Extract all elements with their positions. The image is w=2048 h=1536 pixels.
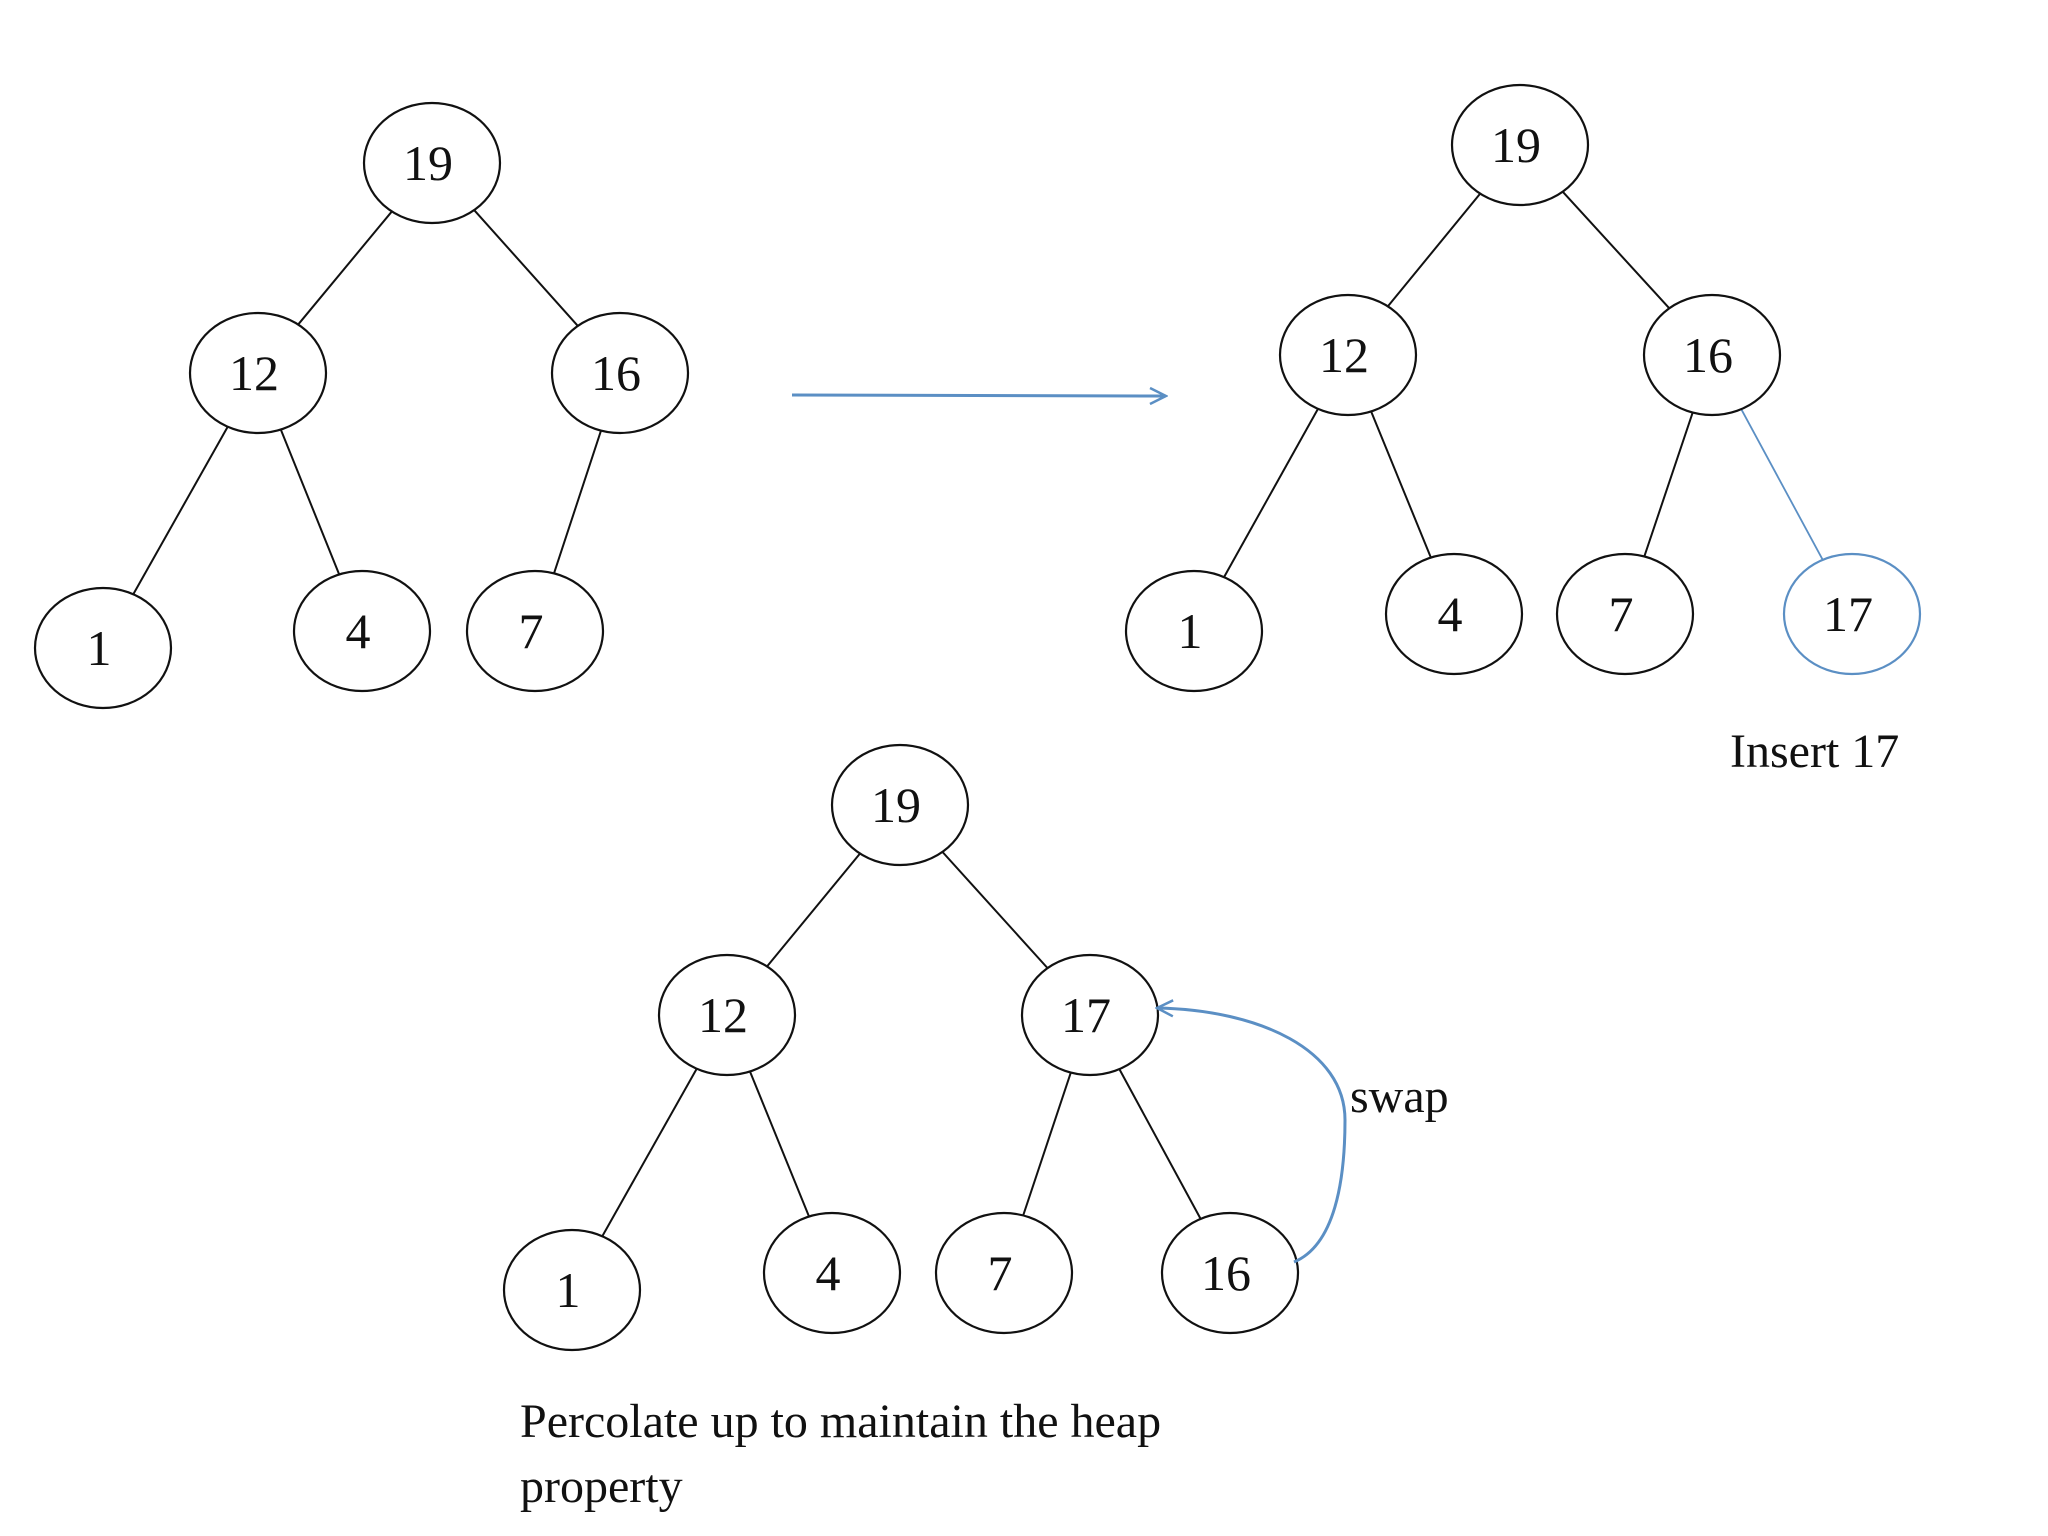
edge-12-1 xyxy=(601,1068,698,1237)
node-circle xyxy=(1384,552,1524,676)
node-19: 19 xyxy=(362,101,502,225)
node-label: 16 xyxy=(1683,327,1733,383)
edge-12-4 xyxy=(1370,411,1432,558)
node-17: 17 xyxy=(1020,953,1160,1077)
node-label: 7 xyxy=(519,603,544,659)
swap-arrow xyxy=(1157,1008,1347,1264)
node-label: 7 xyxy=(988,1245,1013,1301)
node-circle xyxy=(465,569,605,693)
node-circle xyxy=(188,311,328,435)
node-label: 12 xyxy=(1319,327,1369,383)
node-12: 12 xyxy=(657,953,797,1077)
node-1: 1 xyxy=(33,586,173,710)
node-circle xyxy=(502,1228,642,1352)
node-label: 4 xyxy=(1438,586,1463,642)
node-circle xyxy=(1160,1211,1300,1335)
node-label: 12 xyxy=(698,987,748,1043)
node-circle xyxy=(1642,293,1782,417)
edge-16-17 xyxy=(1740,408,1824,561)
node-4: 4 xyxy=(292,569,432,693)
node-circle xyxy=(1124,569,1264,693)
edge-17-16 xyxy=(1118,1068,1202,1220)
node-16: 16 xyxy=(1160,1211,1300,1335)
node-label: 17 xyxy=(1823,586,1873,642)
node-12: 12 xyxy=(188,311,328,435)
edge-12-1 xyxy=(132,426,229,595)
edge-16-7 xyxy=(1643,412,1694,557)
node-circle xyxy=(830,743,970,867)
node-label: 19 xyxy=(871,777,921,833)
edge-12-4 xyxy=(749,1071,810,1217)
node-circle xyxy=(934,1211,1074,1335)
node-label: 12 xyxy=(229,345,279,401)
node-label: 16 xyxy=(591,345,641,401)
node-1: 1 xyxy=(502,1228,642,1352)
node-12: 12 xyxy=(1278,293,1418,417)
node-circle xyxy=(1555,552,1695,676)
node-circle xyxy=(292,569,432,693)
edge-19-17 xyxy=(941,851,1049,969)
node-label: 19 xyxy=(403,135,453,191)
node-label: 4 xyxy=(346,603,371,659)
node-label: 19 xyxy=(1491,117,1541,173)
node-label: 1 xyxy=(1178,603,1203,659)
edge-16-7 xyxy=(553,430,602,574)
node-circle xyxy=(762,1211,902,1335)
edge-12-4 xyxy=(279,429,341,575)
edge-19-16 xyxy=(1561,191,1671,309)
node-label: 7 xyxy=(1609,586,1634,642)
insert-caption: Insert 17 xyxy=(1730,725,1899,778)
heap-after-insert: 19 12 16 1 4 7 17 xyxy=(1124,83,1922,693)
node-circle xyxy=(362,101,502,225)
edge-19-12 xyxy=(766,852,861,968)
node-7: 7 xyxy=(934,1211,1074,1335)
node-label: 16 xyxy=(1201,1245,1251,1301)
node-7: 7 xyxy=(465,569,605,693)
node-16: 16 xyxy=(1642,293,1782,417)
node-1: 1 xyxy=(1124,569,1264,693)
edge-19-12 xyxy=(1387,192,1481,308)
node-4: 4 xyxy=(1384,552,1524,676)
node-circle xyxy=(657,953,797,1077)
node-16: 16 xyxy=(550,311,690,435)
edge-17-7 xyxy=(1022,1072,1072,1216)
node-4: 4 xyxy=(762,1211,902,1335)
node-19: 19 xyxy=(1450,83,1590,207)
swap-label: swap xyxy=(1350,1070,1449,1123)
transition-arrow xyxy=(791,395,1166,396)
node-circle xyxy=(550,311,690,435)
edge-12-1 xyxy=(1223,408,1319,578)
heap-before-insert: 19 12 16 1 4 7 xyxy=(33,101,690,710)
percolate-caption-line-2: property xyxy=(520,1460,683,1513)
node-label: 4 xyxy=(816,1245,841,1301)
node-7: 7 xyxy=(1555,552,1695,676)
node-17: 17 xyxy=(1782,552,1922,676)
edge-19-12 xyxy=(297,210,393,326)
node-circle xyxy=(1278,293,1418,417)
node-circle xyxy=(1450,83,1590,207)
percolate-caption-line-1: Percolate up to maintain the heap xyxy=(520,1395,1161,1448)
node-19: 19 xyxy=(830,743,970,867)
node-label: 1 xyxy=(556,1262,581,1318)
node-circle xyxy=(1782,552,1922,676)
edge-19-16 xyxy=(473,209,579,327)
heap-after-percolate: 19 12 17 1 4 7 16 xyxy=(502,743,1300,1352)
node-label: 17 xyxy=(1061,987,1111,1043)
node-label: 1 xyxy=(87,620,112,676)
node-circle xyxy=(33,586,173,710)
